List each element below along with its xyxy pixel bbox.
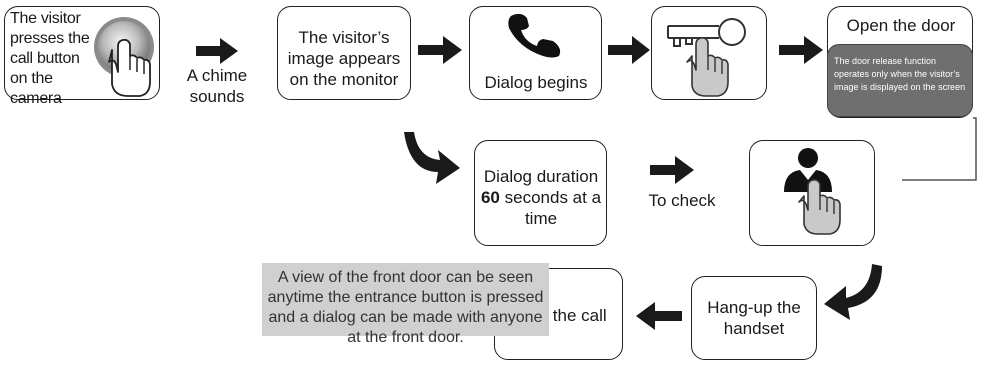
curved-arrow-down-icon <box>824 264 882 320</box>
call-button-press-icon <box>94 12 158 98</box>
duration-prefix: Dialog duration <box>483 167 599 186</box>
step-dialog-begins-label: Dialog begins <box>484 73 588 92</box>
curved-arrow-down-icon <box>404 132 460 184</box>
step-dialog-duration <box>474 140 607 246</box>
key-press-icon <box>662 12 760 98</box>
connector-line <box>902 117 977 181</box>
door-release-note: The door release function operates only … <box>827 44 973 117</box>
arrow-left-icon <box>636 302 682 330</box>
step-image-appears <box>277 6 411 100</box>
step-hang-up-label: Hang-up the handset <box>707 298 801 338</box>
duration-suffix: seconds at a time <box>504 188 602 228</box>
phone-handset-icon <box>505 12 567 58</box>
arrow-right-icon <box>196 38 238 64</box>
step-visitor-press-label: The visitor presses the call button on t… <box>10 10 90 107</box>
step-dialog-duration-label: Dialog duration 60 seconds at a time <box>478 166 604 229</box>
step-image-appears-label: The visitor’s image appears on the monit… <box>287 28 401 89</box>
step-open-door-label: Open the door <box>846 16 956 35</box>
duration-value: 60 <box>480 188 500 207</box>
step-hang-up <box>691 276 817 360</box>
person-press-icon <box>778 146 850 238</box>
arrow-right-icon <box>608 36 650 64</box>
arrow-right-icon <box>779 36 823 64</box>
to-check-label: To check <box>648 191 716 210</box>
arrow-right-icon <box>418 36 462 64</box>
arrow-right-icon <box>650 156 694 184</box>
front-door-note: A view of the front door can be seen any… <box>262 263 549 346</box>
chime-label: A chime sounds <box>186 66 248 106</box>
